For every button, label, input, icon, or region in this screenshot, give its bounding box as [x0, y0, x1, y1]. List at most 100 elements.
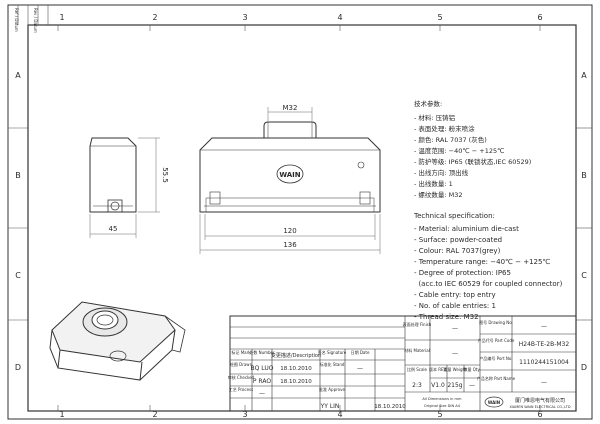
col-label-4: 4: [337, 13, 342, 22]
col-label-1: 1: [59, 13, 64, 22]
row-label-b: B: [15, 171, 21, 180]
col-label-6: 6: [537, 13, 542, 22]
spec-en-line-9: - Thread size: M32: [414, 313, 479, 321]
dim-120: 120: [283, 227, 296, 235]
tb-part-no-label: 产品编号 Port No.: [479, 355, 512, 361]
spec-cn-line-5: - 防护等级: IP65 (联锁状态,IEC 60529): [414, 157, 531, 166]
tb-process-label: 工艺 Process: [229, 387, 253, 392]
revision-corner-table: [17, 5, 49, 25]
spec-cn-line-7: - 出线数量: 1: [414, 179, 453, 188]
row-label-a-right: A: [581, 71, 587, 80]
spec-cn-line-8: - 螺纹数量: M32: [414, 190, 463, 199]
row-label-d: D: [15, 363, 21, 372]
spec-en-line-2: - Surface: powder-coated: [414, 236, 502, 244]
side-dimension-lines: [89, 137, 160, 238]
col-label-6-bottom: 6: [537, 410, 542, 419]
col-label-5: 5: [437, 13, 442, 22]
tb-drawn-label: 绘图 Drawn: [230, 361, 253, 367]
tb-drawn-date: 18.10.2010: [280, 366, 312, 372]
dim-m32: M32: [283, 104, 298, 112]
spec-en-line-1: - Material: aluminium die-cast: [414, 225, 519, 233]
tb-h-signature: 签名 Signature: [318, 349, 347, 355]
spec-cn-title: 技术参数:: [414, 99, 442, 108]
corner-label-ref: Ref / Datum: [14, 8, 19, 32]
row-label-c: C: [15, 271, 21, 280]
dim-45: 45: [109, 225, 118, 233]
dim-55-5: 55.5: [161, 167, 169, 183]
tb-note-line-1: All Dimensions in mm: [422, 397, 462, 401]
tb-rev-label: 版本 REV.: [429, 366, 447, 372]
tb-stand-label: 标准化 Stand: [320, 361, 345, 367]
wain-logo-front: WAIN: [279, 171, 300, 179]
tb-approve-date: 18.10.2010: [374, 404, 406, 410]
row-label-b-right: B: [581, 171, 587, 180]
spec-cn-block: 技术参数: - 材料: 压铸铝 - 表面处理: 粉末喷涂 - 颜色: RAL 7…: [414, 99, 531, 199]
spec-cn-line-3: - 颜色: RAL 7037 (灰色): [414, 135, 487, 144]
tb-part-name-label: 产品名称 Part Name: [477, 375, 516, 381]
tb-part-code-value: H24B-TE-2B-M32: [519, 341, 570, 348]
tb-checked-name: P RAO: [253, 378, 271, 385]
company-name-en: XIAMEN WAIN ELECTRICAL CO.,LTD: [509, 405, 570, 409]
tb-qty-label: 数量 Qty.: [463, 366, 480, 372]
row-label-a: A: [15, 71, 21, 80]
corner-label-rev: Rev / Datum: [33, 8, 38, 33]
tb-scale-label: 比例 Scale: [407, 366, 428, 372]
col-label-2-bottom: 2: [152, 410, 157, 419]
tb-note-line-2: Original Size DIN A4: [424, 404, 461, 408]
row-label-c-right: C: [581, 271, 587, 280]
spec-en-line-8: - No. of cable entries: 1: [414, 302, 496, 310]
dim-136: 136: [283, 241, 297, 249]
tb-checked-label: 审核 Checked: [228, 374, 255, 380]
tb-finish-label: 表面处理 Finish: [403, 321, 432, 327]
outer-frame: [7, 4, 593, 420]
row-dividers: [8, 127, 592, 321]
spec-en-line-3: - Colour: RAL 7037(grey): [414, 247, 501, 255]
tb-h-description: 变更描述/Description: [271, 352, 321, 359]
company-name-cn: 厦门唯恩电气有限公司: [515, 397, 565, 404]
tb-part-no-value: 1110244151004: [519, 359, 569, 366]
tb-scale-value: 2:3: [412, 382, 422, 389]
tb-process-value: —: [259, 390, 265, 397]
col-label-4-bottom: 4: [337, 410, 342, 419]
tb-material-label: 材料 Material: [404, 347, 430, 353]
front-view: [199, 121, 381, 213]
spec-cn-line-6: - 出线方向: 顶出线: [414, 168, 469, 177]
tb-qty-value: —: [469, 382, 475, 389]
col-label-3-bottom: 3: [242, 410, 247, 419]
tb-h-mark: 标记 Mark: [231, 349, 251, 355]
spec-en-line-6: (acc.to IEC 60529 for coupled connector): [414, 280, 563, 288]
column-dividers: [57, 25, 541, 411]
tb-drawing-no-label: 图号 Drawing No.: [479, 319, 513, 325]
tb-approve-name: YY LIN: [320, 403, 340, 410]
company-logo: WAIN: [484, 396, 504, 408]
tb-drawing-no-value: —: [541, 323, 547, 330]
side-view: [89, 137, 137, 213]
col-label-1-bottom: 1: [59, 410, 64, 419]
tb-approve-label: 批准 Approve: [319, 386, 345, 392]
tb-finish-value: —: [452, 325, 458, 332]
spec-cn-line-4: - 温度范围: −40℃ − +125℃: [414, 146, 504, 155]
spec-en-block: Technical specification: - Material: alu…: [413, 212, 563, 321]
spec-cn-line-1: - 材料: 压铸铝: [414, 113, 455, 122]
tb-weight-label: 重量 Weight: [443, 366, 467, 372]
tb-drawn-name: BQ LUO: [251, 365, 274, 372]
tb-part-name-value: —: [541, 379, 547, 386]
col-label-2: 2: [152, 13, 157, 22]
tb-part-code-label: 产品代号 Part Code: [478, 337, 515, 343]
col-label-3: 3: [242, 13, 247, 22]
company-logo-text: WAIN: [488, 400, 500, 405]
front-dimension-lines: [199, 107, 381, 254]
row-label-d-right: D: [581, 363, 587, 372]
col-label-5-bottom: 5: [437, 410, 442, 419]
tb-checked-date: 18.10.2010: [280, 379, 312, 385]
tb-rev-value: V1.0: [431, 382, 445, 389]
isometric-view: [49, 301, 186, 381]
spec-en-title: Technical specification:: [413, 212, 495, 220]
spec-en-line-4: - Temperature range: −40℃ − +125℃: [414, 258, 550, 266]
spec-en-line-7: - Cable entry: top entry: [414, 291, 496, 299]
title-block-grid: [229, 315, 577, 412]
spec-cn-line-2: - 表面处理: 粉末喷涂: [414, 124, 475, 133]
tb-stand-value: —: [357, 365, 363, 372]
tb-h-date: 日期 Date: [351, 349, 370, 355]
